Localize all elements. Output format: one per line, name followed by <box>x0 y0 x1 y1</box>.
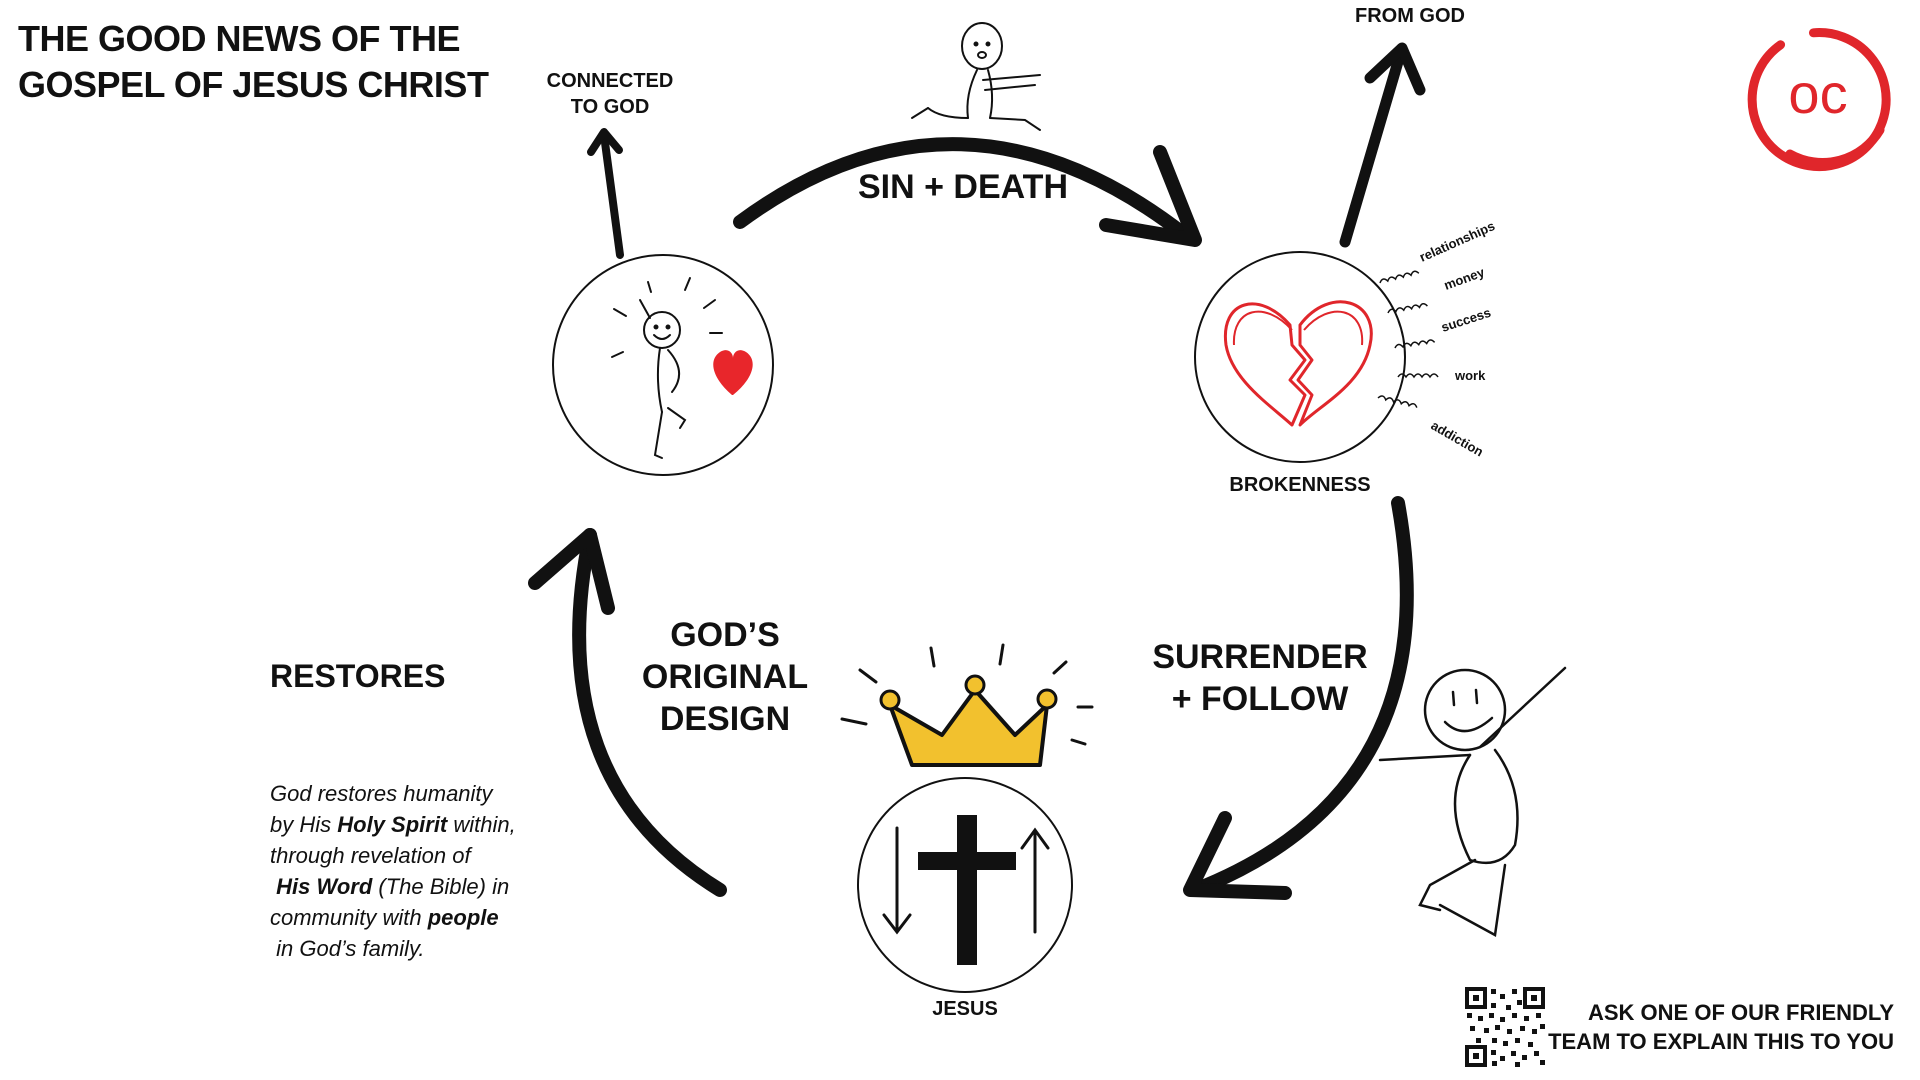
broken-item-money: money <box>1442 264 1487 293</box>
oc-logo: oc <box>1747 28 1891 172</box>
surrender-follow-label: SURRENDER + FOLLOW <box>1152 638 1368 718</box>
connected-circle <box>552 254 774 476</box>
broken-heart-icon <box>1223 300 1373 427</box>
broken-item-work: work <box>1454 368 1486 383</box>
restores-description: God restores humanity by His Holy Spirit… <box>270 781 516 961</box>
heart-icon <box>713 350 753 395</box>
qr-code-icon <box>1465 987 1545 1067</box>
broken-item-addiction: addiction <box>1429 418 1487 460</box>
broken-item-success: success <box>1439 305 1492 335</box>
cross-icon <box>918 815 1016 965</box>
title-line-2: GOSPEL OF JESUS CHRIST <box>18 64 489 105</box>
restores-arrow <box>528 528 727 897</box>
brokenness-circle: relationships money success work addicti… <box>1194 218 1497 463</box>
down-arrow-icon <box>882 826 912 935</box>
running-person-icon <box>911 22 1041 131</box>
up-arrow-icon <box>1020 827 1050 934</box>
crown-icon <box>840 643 1094 767</box>
surrender-arrow <box>1183 496 1414 900</box>
jesus-label: JESUS <box>932 998 998 1020</box>
brokenness-label: BROKENNESS <box>1229 474 1371 496</box>
happy-person-icon <box>639 299 687 459</box>
broken-item-relationships: relationships <box>1417 218 1497 265</box>
title-line-1: THE GOOD NEWS OF THE <box>18 18 461 59</box>
from-god-arrow <box>1339 42 1426 248</box>
sin-death-arrow <box>733 137 1202 247</box>
sin-death-label: SIN + DEATH <box>857 168 1068 206</box>
reaching-person-icon <box>1378 666 1567 937</box>
connected-label: CONNECTED TO GOD <box>546 70 674 118</box>
original-design-label: GOD’S ORIGINAL DESIGN <box>641 616 809 738</box>
ask-team-note: ASK ONE OF OUR FRIENDLY TEAM TO EXPLAIN … <box>1548 1000 1894 1054</box>
svg-text:oc: oc <box>1788 62 1847 125</box>
page-title: THE GOOD NEWS OF THE GOSPEL OF JESUS CHR… <box>18 16 489 108</box>
restores-label: RESTORES <box>270 658 446 694</box>
connected-arrow <box>587 128 624 259</box>
from-god-label: FROM GOD <box>1355 5 1465 27</box>
jesus-circle <box>857 777 1073 993</box>
